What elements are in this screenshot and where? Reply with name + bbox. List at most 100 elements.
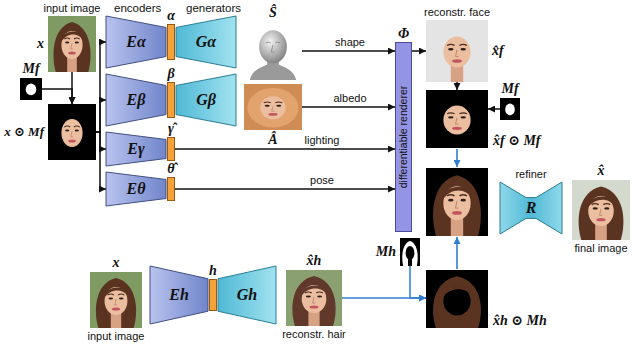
art-rect xyxy=(48,104,96,160)
edge-label: albedo xyxy=(331,92,368,104)
node-text: Eα xyxy=(126,33,146,51)
encoder-box-shape xyxy=(106,16,166,68)
encoder-box: Eβ xyxy=(106,74,166,126)
art-path xyxy=(271,45,274,52)
art-rect xyxy=(572,180,630,240)
connector xyxy=(175,148,395,150)
final-image xyxy=(572,180,630,240)
encoder-box-shape xyxy=(106,74,166,126)
encoder-box-shape xyxy=(106,132,166,166)
node-caption: x xyxy=(113,255,120,270)
node-caption: β xyxy=(167,66,174,81)
connector xyxy=(302,50,395,52)
art-rect xyxy=(500,98,520,120)
image-node: x̂f ⊙ Mf xyxy=(426,90,488,148)
generator-box: Gβ xyxy=(176,74,236,126)
hair-mask xyxy=(400,238,420,266)
refiner-box: refinerR xyxy=(500,182,562,234)
node-caption: refiner xyxy=(515,168,546,180)
encoder-box: Eγ xyxy=(106,132,166,166)
node-text: Eγ xyxy=(127,140,144,158)
art-use xyxy=(260,96,286,119)
connector xyxy=(488,108,500,110)
latent-bar: θ̂ xyxy=(167,177,175,201)
node-caption: input image xyxy=(88,330,145,342)
art-use xyxy=(443,106,470,135)
art-rect xyxy=(48,16,96,72)
mask-node: Mf xyxy=(500,98,520,120)
generator-box-shape xyxy=(176,16,236,68)
art-rect xyxy=(400,238,420,266)
input-photo xyxy=(48,16,96,72)
node-caption: Ŝ xyxy=(269,5,277,20)
generators-label: generators xyxy=(186,2,241,15)
node-caption: θ̂ xyxy=(167,161,174,176)
art-rect xyxy=(286,270,342,326)
art-use xyxy=(103,287,128,299)
art-use xyxy=(443,37,470,68)
shape-render xyxy=(244,22,302,80)
image-node: x ⊙ Mf xyxy=(48,104,96,160)
connector xyxy=(96,100,106,132)
renderer-bar: Φdifferentiable renderer xyxy=(395,42,412,232)
node-caption: Φ xyxy=(398,26,409,41)
generator-box: Gα xyxy=(176,16,236,68)
image-node: input imagex xyxy=(48,16,96,72)
encoder-box: Eθ xyxy=(106,172,166,206)
node-caption: Mh xyxy=(376,244,396,259)
art-use xyxy=(408,257,412,266)
node-text: differentiable renderer xyxy=(398,86,410,189)
art-use xyxy=(442,187,472,201)
art-rect xyxy=(20,78,42,100)
art-use xyxy=(301,285,328,297)
node-caption: x̂ xyxy=(598,163,605,178)
art-rect xyxy=(426,168,488,236)
art-path xyxy=(266,42,280,44)
node-caption: x xyxy=(37,36,44,51)
edge-label: pose xyxy=(308,174,336,186)
art-use xyxy=(442,286,472,298)
image-node: x̂hreconstr. hair xyxy=(286,270,342,326)
art-use xyxy=(60,31,83,43)
node-caption: input image xyxy=(44,2,101,14)
art-use xyxy=(579,186,624,240)
art-use xyxy=(587,197,615,209)
node-text: Gβ xyxy=(196,91,216,109)
edge-label: shape xyxy=(333,36,367,48)
art-rect xyxy=(90,272,142,328)
image-node: reconstr. facex̂f xyxy=(426,20,488,82)
encoders-label: encoders xyxy=(114,2,161,15)
art-rect xyxy=(426,20,488,82)
connector xyxy=(302,106,395,108)
image-node: Â xyxy=(244,84,302,130)
mask-node: Mh xyxy=(400,238,420,266)
art-rect xyxy=(426,90,488,148)
node-caption: x̂h xyxy=(307,253,322,268)
latent-bar: α xyxy=(167,24,175,60)
refiner-box-shape xyxy=(500,182,562,234)
composite-image xyxy=(426,168,488,236)
input-photo xyxy=(90,272,142,328)
art-rect xyxy=(426,270,488,328)
encoder-box-shape xyxy=(106,172,166,206)
node-caption: Â xyxy=(268,132,277,147)
blend-arrow xyxy=(456,149,458,167)
blend-arrow xyxy=(456,237,458,269)
node-caption: x̂h ⊙ Mh xyxy=(493,313,547,328)
node-caption: x ⊙ Mf xyxy=(4,125,44,139)
image-node: Ŝ xyxy=(244,22,302,80)
image-node: xinput image xyxy=(90,272,142,328)
masked-photo xyxy=(48,104,96,160)
node-caption: reconstr. hair xyxy=(282,328,346,340)
encoder-box-shape xyxy=(150,266,208,324)
connector xyxy=(456,82,458,90)
image-node: x̂h ⊙ Mh xyxy=(426,270,488,328)
node-caption: Mf xyxy=(22,61,39,76)
art-use xyxy=(433,276,481,328)
face-mask xyxy=(500,98,520,120)
node-text: Gh xyxy=(237,286,257,304)
edge-label: lighting xyxy=(303,134,342,146)
art-ellipse xyxy=(247,88,298,127)
connector xyxy=(412,50,426,52)
